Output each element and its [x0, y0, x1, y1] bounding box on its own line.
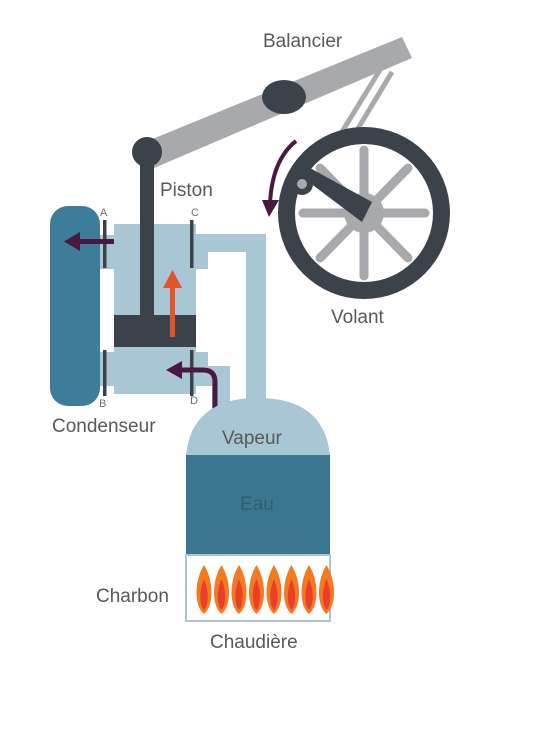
flame-inner — [217, 579, 226, 610]
label-condenseur: Condenseur — [52, 416, 156, 437]
flame-inner — [200, 579, 208, 610]
valve-c — [190, 220, 194, 268]
flame-inner — [305, 579, 313, 610]
label-eau: Eau — [240, 494, 274, 515]
exhaust-arrow — [64, 232, 114, 251]
label-valve-a: A — [100, 207, 108, 219]
flame-inner — [322, 579, 331, 610]
label-piston: Piston — [160, 180, 213, 201]
valve-d — [190, 350, 194, 396]
piston — [114, 137, 196, 347]
label-volant: Volant — [331, 307, 385, 328]
label-valve-c: C — [191, 207, 199, 219]
beam-pivot — [262, 80, 306, 114]
piston-up-arrow — [163, 270, 182, 337]
label-charbon: Charbon — [96, 586, 169, 607]
label-valve-b: B — [99, 398, 106, 410]
valve-b — [103, 350, 107, 396]
flames — [196, 565, 334, 614]
label-balancier: Balancier — [263, 31, 343, 52]
steam-inlet-arrow — [166, 361, 218, 440]
flywheel-rotation-arrow — [262, 139, 298, 217]
flame-inner — [287, 579, 296, 610]
flame-inner — [270, 579, 278, 610]
flame-inner — [235, 579, 243, 610]
flywheel — [278, 127, 450, 299]
label-vapeur: Vapeur — [222, 428, 283, 449]
condenser — [50, 206, 100, 406]
label-chaudiere: Chaudière — [210, 632, 298, 653]
flame-inner — [252, 579, 261, 610]
label-valve-d: D — [190, 395, 198, 407]
